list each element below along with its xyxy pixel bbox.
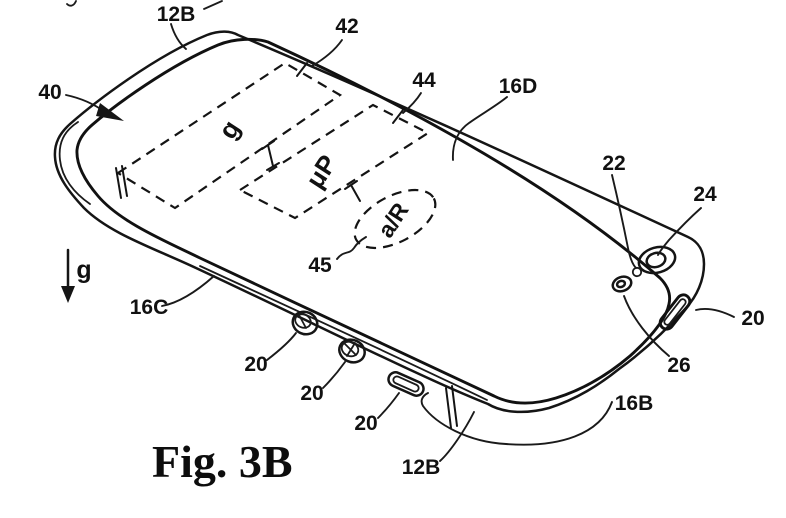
- camera-lens: [637, 245, 677, 275]
- leader-lines: [61, 23, 735, 462]
- phone-outer-outline: [53, 30, 706, 414]
- leader-12b-top: [170, 23, 187, 50]
- leader-44: [402, 92, 422, 114]
- leader-20-vol2: [322, 361, 346, 389]
- accel-rotation-label: a/R: [372, 198, 414, 243]
- rear-microphone-feature: [611, 275, 633, 293]
- ref-label-16c: 16C: [130, 296, 169, 319]
- tick-44: [392, 109, 404, 124]
- ref-label-42: 42: [335, 15, 358, 38]
- leader-22: [611, 174, 637, 269]
- internal-components: g μP a/R: [115, 61, 437, 250]
- gyro-label: g: [212, 115, 246, 145]
- reference-labels: 12B 42 44 16D 40 22 24 20 26 16B 16C 20 …: [38, 3, 764, 479]
- gravity-arrow: [61, 248, 75, 303]
- leader-45-squiggle: [336, 236, 367, 260]
- leader-42: [311, 39, 343, 67]
- ref-label-12b-bottom: 12B: [402, 456, 441, 479]
- ref-label-16d: 16D: [499, 75, 538, 98]
- leader-16d: [452, 96, 508, 161]
- ref-label-45: 45: [308, 254, 332, 277]
- ref-label-22: 22: [602, 152, 625, 175]
- tick-42: [296, 62, 308, 77]
- leader-20-power: [695, 308, 735, 318]
- bottom-chamfer-line: [199, 265, 488, 401]
- connector-up-ar: [344, 180, 361, 202]
- connector-g-up: [261, 140, 280, 171]
- power-button-slot: [658, 293, 692, 331]
- ref-label-40: 40: [38, 81, 61, 104]
- leader-16b: [420, 392, 613, 446]
- gravity-symbol: g: [76, 256, 91, 284]
- ref-label-44: 44: [412, 69, 436, 92]
- flash-window: [631, 266, 643, 278]
- ref-label-12b-top: 12B: [157, 3, 196, 26]
- leader-12b-bottom: [439, 411, 475, 462]
- ref-label-20-vol2: 20: [300, 382, 323, 405]
- ref-label-20-mute: 20: [354, 412, 377, 435]
- leader-20-vol1: [266, 332, 297, 361]
- arrow-40: [65, 94, 124, 121]
- mute-switch-slot: [387, 371, 425, 397]
- ref-label-20-power: 20: [741, 307, 764, 330]
- gyro-box: [115, 61, 343, 210]
- leader-16c: [161, 275, 215, 307]
- leader-20-mute: [377, 392, 400, 419]
- ref-label-16b: 16B: [615, 392, 654, 415]
- volume-button-2: [338, 338, 366, 364]
- figure-caption: Fig. 3B: [152, 436, 293, 487]
- left-endcap-chamfer: [58, 121, 91, 205]
- ref-label-26: 26: [667, 354, 690, 377]
- microprocessor-box: [237, 103, 431, 220]
- volume-button-1: [291, 310, 319, 336]
- accel-rotation-ellipse: [353, 188, 437, 250]
- antenna-separator-bottom: [445, 385, 458, 429]
- cutoff-line-fragments: [66, 0, 223, 10]
- ref-label-24: 24: [693, 183, 717, 206]
- microprocessor-label: μP: [300, 149, 343, 193]
- leader-26: [623, 295, 670, 357]
- ref-label-20-vol1: 20: [244, 353, 267, 376]
- back-panel-edge: [75, 37, 672, 405]
- leader-24: [657, 207, 702, 256]
